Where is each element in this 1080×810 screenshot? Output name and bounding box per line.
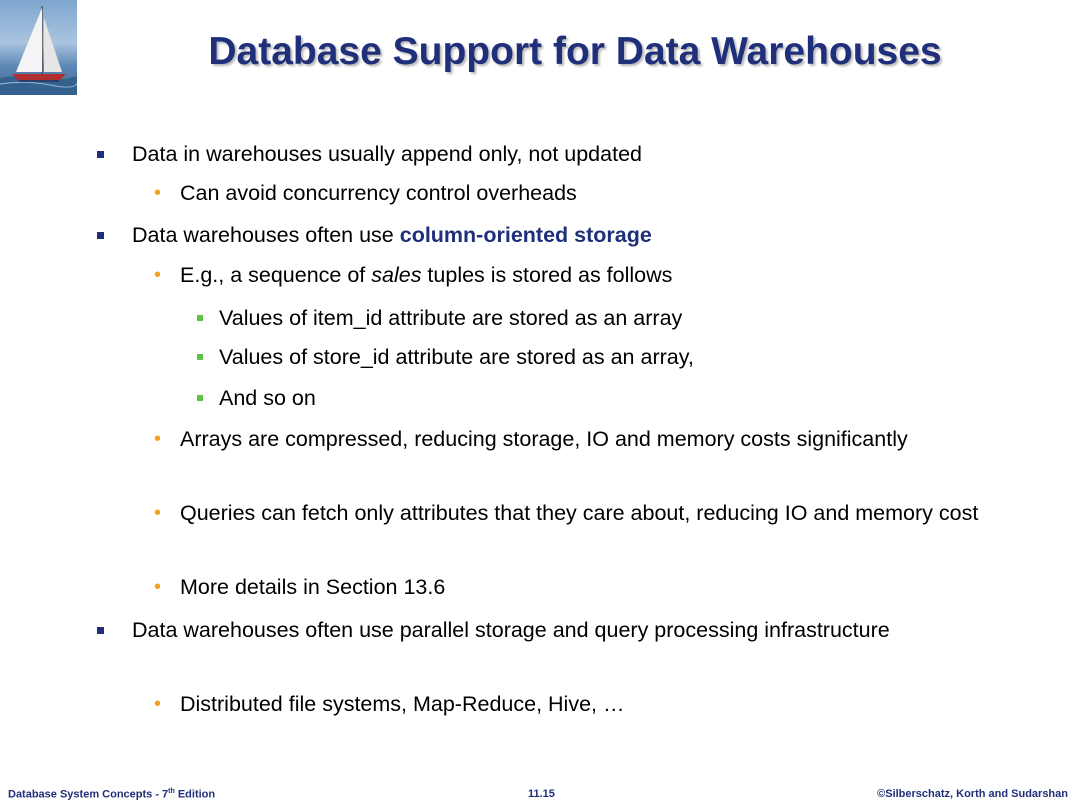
bullet-item: • E.g., a sequence of sales tuples is st…: [154, 262, 1020, 289]
square-bullet-icon: [97, 151, 104, 158]
dot-bullet-icon: •: [154, 182, 162, 204]
dot-bullet-icon: •: [154, 502, 162, 524]
bullet-item: • Can avoid concurrency control overhead…: [154, 180, 1020, 207]
dot-bullet-icon: •: [154, 428, 162, 450]
bullet-item: Values of store_id attribute are stored …: [197, 344, 1019, 371]
bullet-item: • More details in Section 13.6: [154, 574, 1020, 601]
bullet-text: And so on: [219, 386, 316, 410]
footer-page-number: 11.15: [528, 788, 555, 800]
dot-bullet-icon: •: [154, 693, 162, 715]
bullet-text: Queries can fetch only attributes that t…: [180, 501, 979, 525]
bullet-text: Data warehouses often use: [132, 223, 400, 247]
bullet-item: • Distributed file systems, Map-Reduce, …: [154, 691, 1020, 718]
bullet-text: Data in warehouses usually append only, …: [132, 142, 642, 166]
bullet-text: tuples is stored as follows: [421, 263, 673, 287]
bullet-item: Values of item_id attribute are stored a…: [197, 305, 1019, 332]
bullet-text: Data warehouses often use parallel stora…: [132, 618, 890, 642]
dot-bullet-icon: •: [154, 264, 162, 286]
bullet-text: Distributed file systems, Map-Reduce, Hi…: [180, 692, 625, 716]
bullet-item: • Arrays are compressed, reducing storag…: [154, 426, 920, 453]
green-square-bullet-icon: [197, 315, 203, 321]
bullet-text: Can avoid concurrency control overheads: [180, 181, 577, 205]
green-square-bullet-icon: [197, 395, 203, 401]
sailboat-logo-icon: [0, 0, 77, 95]
bullet-text: More details in Section 13.6: [180, 575, 446, 599]
slide-title: Database Support for Data Warehouses: [208, 30, 942, 73]
footer-copyright: ©Silberschatz, Korth and Sudarshan: [877, 788, 1068, 800]
highlight-text: column-oriented storage: [399, 223, 652, 247]
bullet-item: Data warehouses often use column-oriente…: [97, 222, 1012, 249]
bullet-item: And so on: [197, 385, 1019, 412]
bullet-text: Values of store_id attribute are stored …: [219, 345, 694, 369]
footer-book-title: Database System Concepts - 7th Edition: [8, 788, 216, 801]
emphasis-text: sales: [371, 263, 422, 287]
square-bullet-icon: [97, 627, 104, 634]
square-bullet-icon: [97, 232, 104, 239]
bullet-text: Values of item_id attribute are stored a…: [219, 306, 683, 330]
bullet-item: Data in warehouses usually append only, …: [97, 141, 1012, 168]
bullet-text: E.g., a sequence of: [180, 263, 372, 287]
green-square-bullet-icon: [197, 354, 203, 360]
bullet-item: • Queries can fetch only attributes that…: [154, 500, 980, 527]
slide-body: Data in warehouses usually append only, …: [97, 141, 1020, 718]
dot-bullet-icon: •: [154, 576, 162, 598]
bullet-item: Data warehouses often use parallel stora…: [97, 617, 892, 644]
bullet-text: Arrays are compressed, reducing storage,…: [180, 427, 908, 451]
